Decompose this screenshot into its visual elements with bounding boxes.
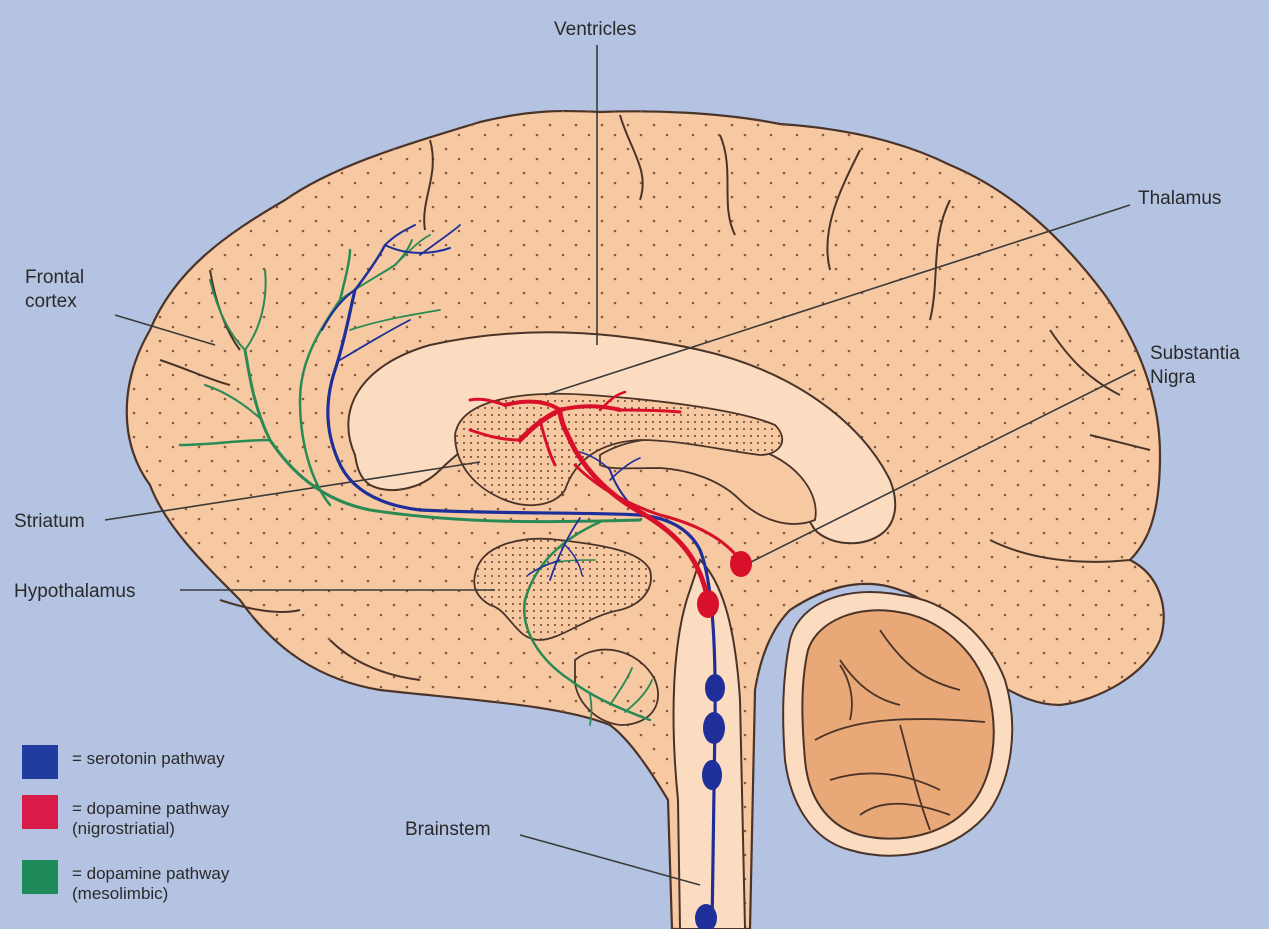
legend-item-dopamine-nigrostriatal: = dopamine pathway (nigrostriatial) bbox=[22, 795, 229, 839]
legend-subtext-mesolimbic: (mesolimbic) bbox=[72, 884, 229, 904]
label-striatum: Striatum bbox=[14, 510, 85, 534]
label-thalamus: Thalamus bbox=[1138, 187, 1221, 211]
label-substantia-nigra: Substantia Nigra bbox=[1150, 342, 1240, 390]
legend-text-serotonin: = serotonin pathway bbox=[72, 749, 225, 769]
legend-swatch-serotonin bbox=[22, 745, 58, 779]
legend-text-dopamine-nigrostriatal: = dopamine pathway bbox=[72, 799, 229, 819]
legend-item-dopamine-mesolimbic: = dopamine pathway (mesolimbic) bbox=[22, 860, 229, 904]
legend-subtext-nigrostriatal: (nigrostriatial) bbox=[72, 819, 229, 839]
label-frontal-cortex: Frontal cortex bbox=[25, 266, 84, 314]
label-hypothalamus: Hypothalamus bbox=[14, 580, 135, 604]
legend-swatch-dopamine-nigrostriatal bbox=[22, 795, 58, 829]
legend-item-serotonin: = serotonin pathway bbox=[22, 745, 225, 779]
legend-text-dopamine-mesolimbic: = dopamine pathway bbox=[72, 864, 229, 884]
legend-swatch-dopamine-mesolimbic bbox=[22, 860, 58, 894]
label-ventricles: Ventricles bbox=[554, 18, 636, 42]
label-brainstem: Brainstem bbox=[405, 818, 491, 842]
